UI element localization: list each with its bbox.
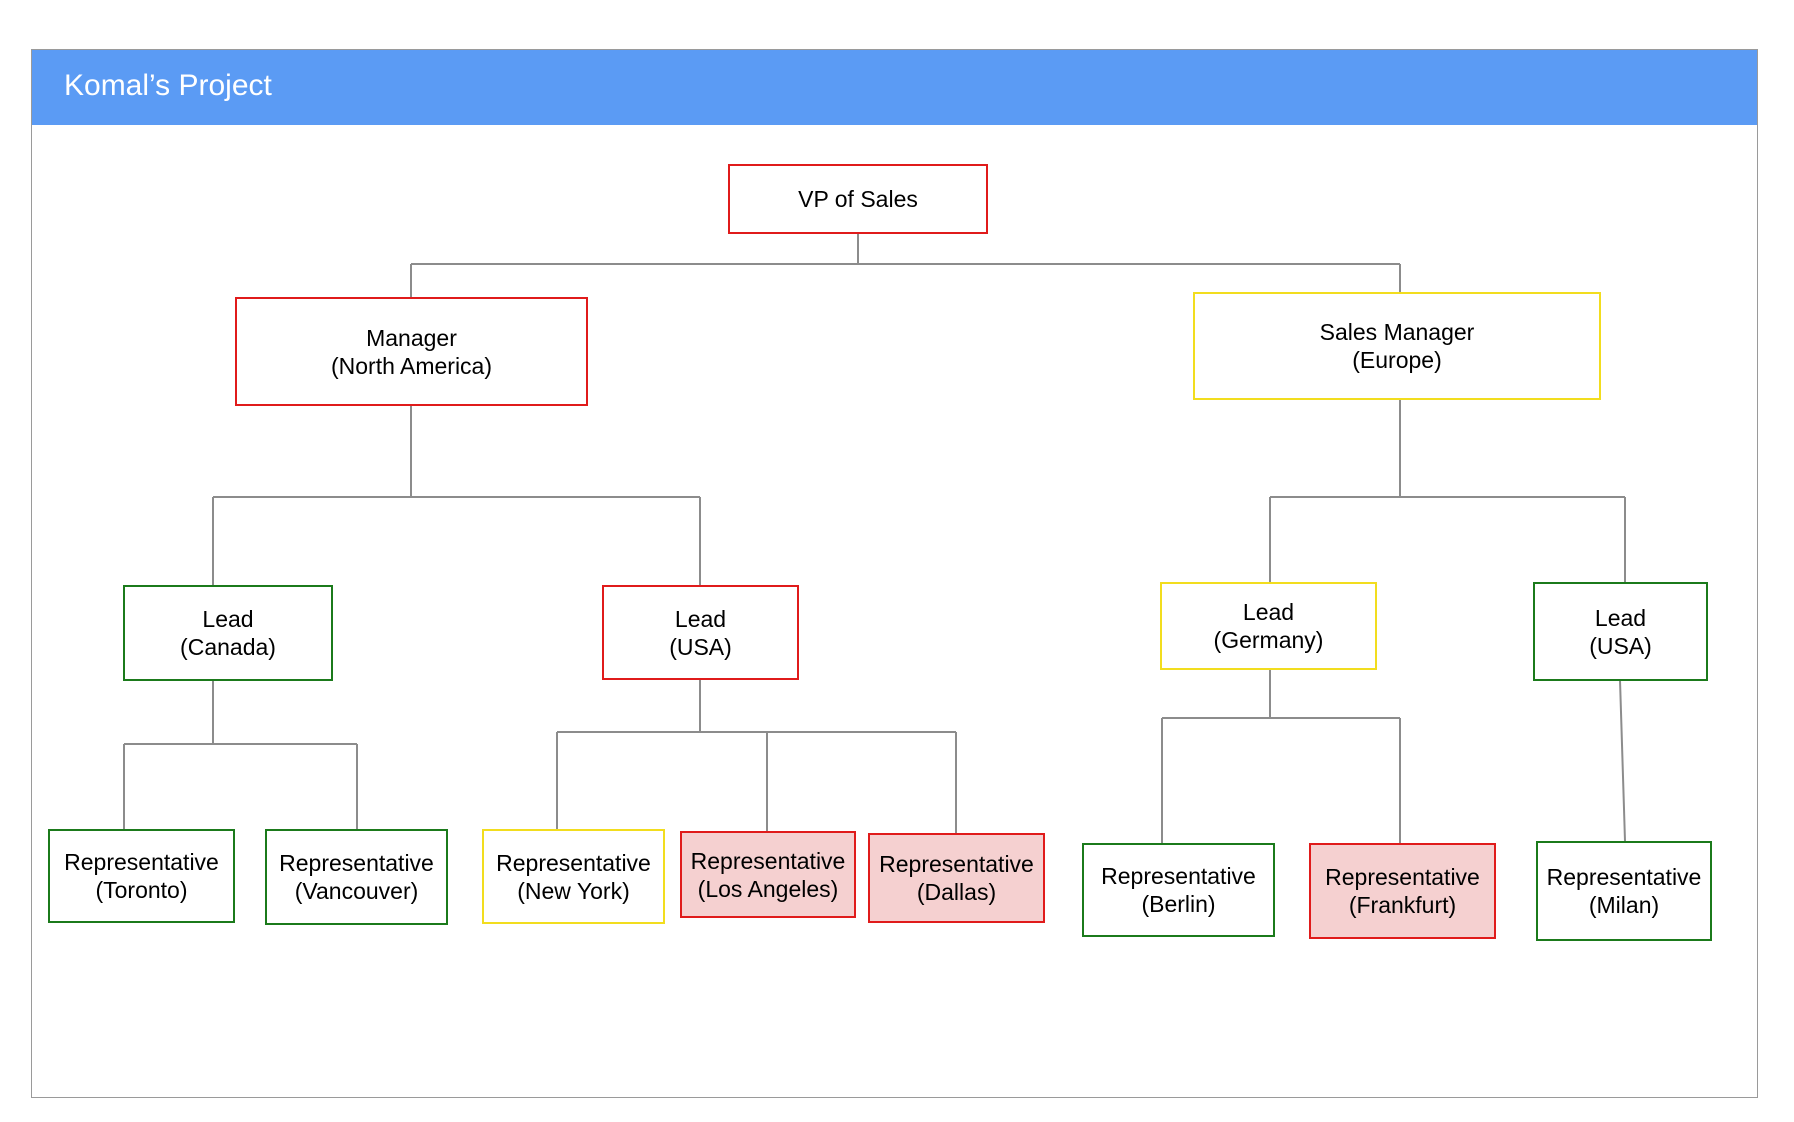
node-subtitle: (Canada) (180, 634, 276, 660)
node-subtitle: (Frankfurt) (1348, 892, 1457, 918)
title-bar: Komal’s Project (32, 50, 1757, 125)
node-subtitle: (Dallas) (916, 879, 997, 905)
node-title: Manager (366, 324, 457, 351)
node-title: Representative (1325, 864, 1480, 890)
node-subtitle: (USA) (669, 633, 732, 660)
node-subtitle: (New York) (517, 877, 630, 904)
node-lead-usa-north-america[interactable]: Lead (USA) (602, 585, 799, 680)
node-representative-milan[interactable]: Representative (Milan) (1536, 841, 1712, 941)
node-title: Representative (1101, 863, 1256, 889)
node-representative-dallas[interactable]: Representative (Dallas) (868, 833, 1045, 923)
node-subtitle: (Vancouver) (294, 878, 419, 904)
node-lead-usa-europe[interactable]: Lead (USA) (1533, 582, 1708, 681)
node-representative-los-angeles[interactable]: Representative (Los Angeles) (680, 831, 856, 918)
node-representative-frankfurt[interactable]: Representative (Frankfurt) (1309, 843, 1496, 939)
node-title: Lead (202, 606, 254, 632)
node-title: Representative (879, 851, 1034, 877)
node-lead-germany[interactable]: Lead (Germany) (1160, 582, 1377, 670)
node-subtitle: (Germany) (1213, 627, 1324, 653)
page-title: Komal’s Project (64, 69, 272, 102)
node-title: Lead (674, 605, 727, 632)
node-subtitle: (Europe) (1352, 347, 1442, 373)
node-title: Representative (1546, 864, 1702, 890)
node-title: Representative (64, 849, 219, 875)
node-subtitle: (USA) (1589, 632, 1652, 659)
node-lead-canada[interactable]: Lead (Canada) (123, 585, 333, 681)
node-representative-toronto[interactable]: Representative (Toronto) (48, 829, 235, 923)
node-sales-manager-europe[interactable]: Sales Manager (Europe) (1193, 292, 1601, 400)
node-title: Representative (496, 849, 651, 876)
node-title: Representative (690, 847, 846, 874)
node-manager-north-america[interactable]: Manager (North America) (235, 297, 588, 406)
node-title: Lead (1242, 599, 1295, 625)
node-subtitle: (North America) (330, 352, 493, 379)
node-subtitle: (Los Angeles) (697, 875, 839, 902)
node-title: Sales Manager (1319, 319, 1475, 345)
node-subtitle: (Milan) (1588, 892, 1660, 918)
node-subtitle: (Toronto) (95, 877, 188, 903)
node-vp-of-sales[interactable]: VP of Sales (728, 164, 988, 234)
node-representative-berlin[interactable]: Representative (Berlin) (1082, 843, 1275, 937)
node-label: VP of Sales (798, 186, 918, 212)
node-title: Representative (279, 850, 434, 876)
node-subtitle: (Berlin) (1141, 891, 1216, 917)
node-representative-vancouver[interactable]: Representative (Vancouver) (265, 829, 448, 925)
node-title: Lead (1594, 604, 1647, 631)
node-representative-new-york[interactable]: Representative (New York) (482, 829, 665, 924)
